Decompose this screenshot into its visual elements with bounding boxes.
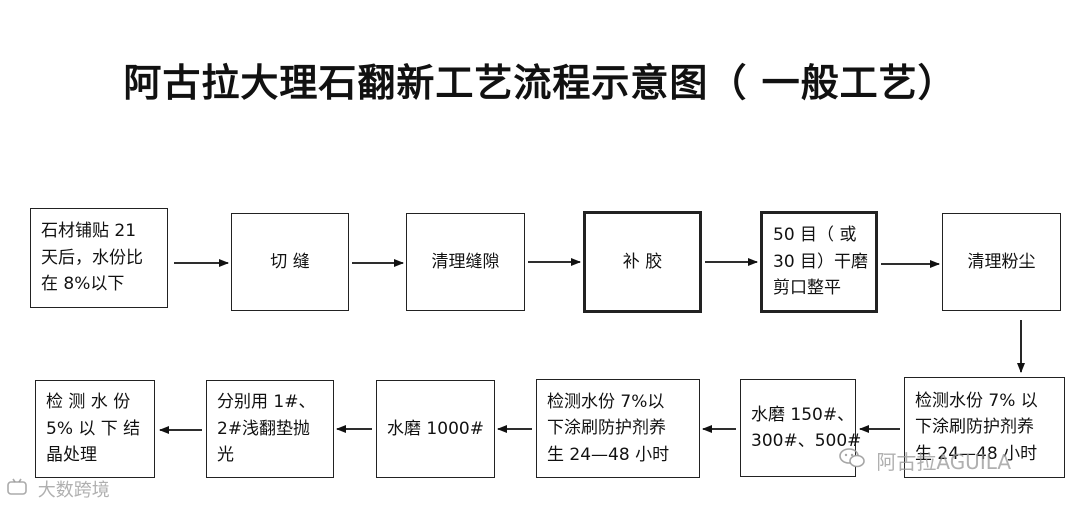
watermark-left: 大数跨境	[6, 476, 110, 502]
step-1-line-2: 天后，水份比	[41, 247, 143, 268]
step-2-label: 切 缝	[270, 251, 310, 272]
wechat-icon	[838, 447, 866, 474]
step-1-line-1: 石材铺贴 21	[41, 221, 137, 242]
step-1-box: 石材铺贴 21 天后，水份比 在 8%以下	[30, 208, 168, 308]
step-6-box: 清理粉尘	[942, 213, 1061, 311]
step-3-box: 清理缝隙	[406, 213, 525, 311]
bilibili-like-icon	[6, 478, 28, 501]
step-8-box: 水磨 150#、 300#、500#	[740, 379, 862, 477]
step-7-line-2: 下涂刷防护剂养	[915, 417, 1034, 438]
step-12-box: 检 测 水 份 5% 以 下 结 晶处理	[35, 380, 155, 478]
step-11-line-1: 分别用 1#、	[217, 392, 316, 413]
step-11-box: 分别用 1#、 2#浅翻垫抛 光	[206, 380, 334, 478]
step-12-line-1: 检 测 水 份	[46, 392, 131, 413]
step-9-line-2: 下涂刷防护剂养	[547, 418, 666, 439]
step-11-line-2: 2#浅翻垫抛	[217, 418, 311, 439]
step-5-line-3: 剪口整平	[773, 278, 841, 299]
step-1-line-3: 在 8%以下	[41, 274, 125, 295]
step-6-label: 清理粉尘	[967, 251, 1036, 272]
step-3-label: 清理缝隙	[431, 251, 500, 272]
step-8-line-1: 水磨 150#、	[751, 404, 855, 425]
watermark-right-text: 阿古拉AGUILA	[876, 450, 1012, 474]
watermark-left-text: 大数跨境	[37, 480, 110, 501]
step-5-line-1: 50 目（ 或	[773, 225, 857, 246]
step-5-box: 50 目（ 或 30 目）干磨 剪口整平	[760, 211, 878, 313]
step-4-label: 补 胶	[622, 251, 663, 272]
step-5-line-2: 30 目）干磨	[773, 251, 869, 272]
step-9-line-1: 检测水份 7%以	[547, 391, 665, 412]
diagram-title: 阿古拉大理石翻新工艺流程示意图（ 一般工艺）	[123, 60, 957, 105]
step-9-line-3: 生 24—48 小时	[547, 444, 670, 465]
step-10-label: 水磨 1000#	[387, 418, 484, 439]
step-8-line-2: 300#、500#	[751, 431, 862, 451]
step-10-box: 水磨 1000#	[376, 380, 495, 478]
step-11-line-3: 光	[217, 445, 234, 466]
step-9-box: 检测水份 7%以 下涂刷防护剂养 生 24—48 小时	[536, 379, 700, 478]
step-4-box: 补 胶	[583, 211, 702, 313]
step-7-box: 检测水份 7% 以 下涂刷防护剂养 生 24—48 小时	[904, 377, 1065, 478]
step-7-line-1: 检测水份 7% 以	[915, 390, 1038, 411]
step-2-box: 切 缝	[231, 213, 349, 311]
watermark-right: 阿古拉AGUILA	[838, 446, 1011, 475]
step-12-line-2: 5% 以 下 结	[46, 418, 141, 439]
step-7-line-3: 生 24—48 小时	[915, 443, 1038, 464]
step-12-line-3: 晶处理	[46, 445, 97, 466]
